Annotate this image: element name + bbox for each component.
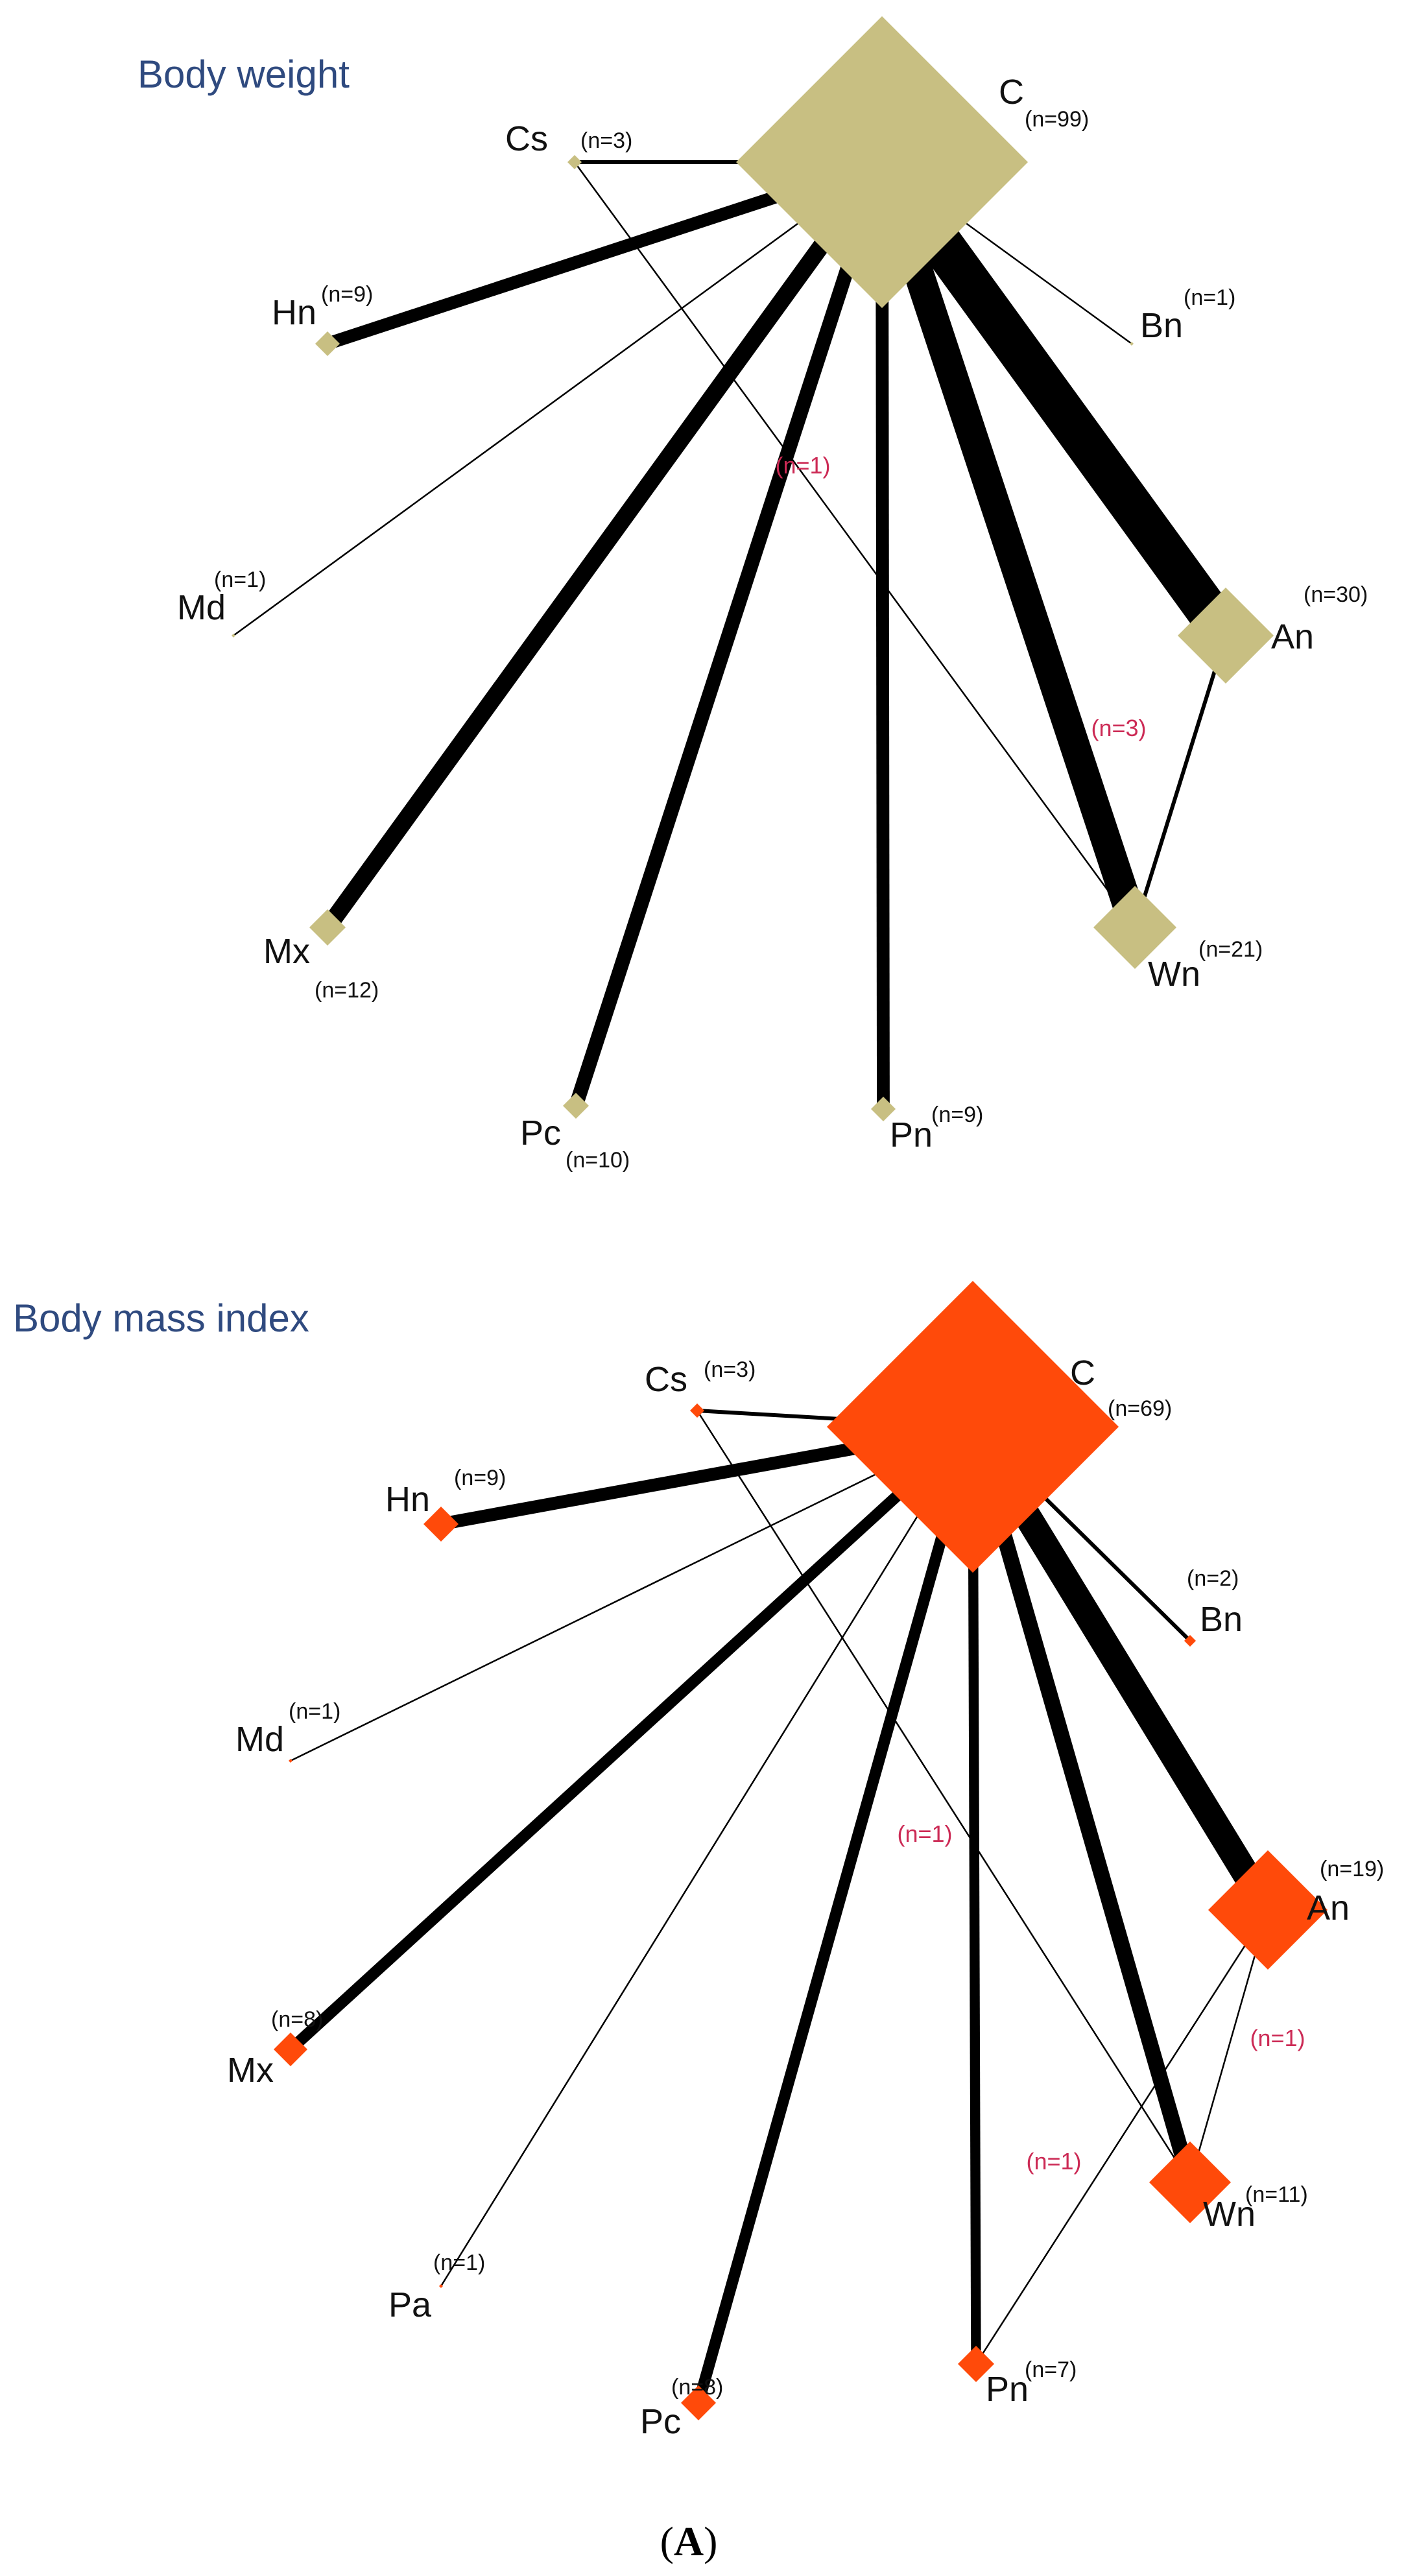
node-label-pn: Pn: [890, 1115, 933, 1154]
node-label-hn: Hn: [272, 293, 316, 332]
nodes-body-weight: [232, 16, 1274, 1121]
node-c: [736, 16, 1028, 308]
node-label-md: Md: [235, 1720, 284, 1759]
node-c: [827, 1281, 1119, 1573]
node-count-md: (n=1): [214, 567, 266, 592]
edge-label-an-pn: (n=1): [1026, 2148, 1081, 2175]
node-label-bn: Bn: [1140, 306, 1183, 345]
edge-c-pa: [440, 1426, 974, 2287]
edge-c-wn: [868, 157, 1149, 933]
edge-c-wn: [965, 1424, 1198, 2185]
caption-letter: A: [674, 2518, 704, 2564]
node-count-c: (n=99): [1025, 107, 1089, 132]
node-pn: [871, 1097, 896, 1121]
node-count-wn: (n=11): [1245, 2182, 1308, 2207]
node-count-pn: (n=9): [931, 1103, 983, 1127]
node-wn: [1093, 886, 1176, 969]
node-label-md: Md: [177, 588, 226, 627]
node-label-an: An: [1307, 1889, 1350, 1927]
nodes-body-mass-index: [274, 1281, 1328, 2420]
node-label-pn: Pn: [986, 2370, 1029, 2409]
panel-title-body-mass-index: Body mass index: [13, 1296, 309, 1340]
node-count-cs: (n=3): [704, 1357, 756, 1382]
node-count-wn: (n=21): [1198, 937, 1263, 962]
edge-c-md: [290, 1425, 973, 1762]
node-hn: [315, 331, 340, 356]
node-label-mx: Mx: [227, 2051, 274, 2090]
node-label-c: C: [999, 73, 1024, 112]
node-label-c: C: [1070, 1354, 1095, 1392]
node-mx: [274, 2033, 307, 2066]
node-an: [1178, 588, 1274, 684]
edge-an-wn: [1133, 635, 1228, 928]
node-label-pc: Pc: [520, 1114, 561, 1152]
node-label-mx: Mx: [263, 932, 310, 971]
edge-c-pc: [569, 160, 889, 1108]
node-count-an: (n=19): [1320, 1857, 1384, 1881]
node-label-pa: Pa: [388, 2285, 432, 2324]
node-cs: [690, 1403, 704, 1418]
edge-label-an-wn: (n=1): [1250, 2025, 1305, 2051]
node-pa: [439, 2284, 443, 2288]
edge-c-mx: [287, 1422, 977, 2054]
node-bn: [1184, 1635, 1196, 1647]
node-label-cs: Cs: [505, 119, 548, 158]
node-label-bn: Bn: [1200, 1600, 1243, 1639]
node-cs: [567, 155, 582, 169]
edge-c-md: [233, 161, 883, 637]
node-count-pn: (n=7): [1025, 2357, 1077, 2382]
node-an: [1208, 1850, 1328, 1970]
node-label-wn: Wn: [1148, 955, 1200, 994]
edge-label-cs-wn: (n=1): [775, 452, 830, 479]
edge-an-pn: [975, 1909, 1269, 2365]
node-mx: [309, 909, 346, 946]
node-wn: [1149, 2141, 1231, 2223]
edge-label-cs-wn: (n=1): [897, 1820, 952, 1847]
node-count-md: (n=1): [289, 1699, 340, 1724]
edge-c-pn: [968, 1426, 981, 2365]
edge-c-pc: [693, 1425, 979, 2405]
node-count-pc: (n=10): [566, 1148, 630, 1173]
panel-title-body-weight: Body weight: [137, 53, 350, 96]
node-bn: [1130, 342, 1134, 346]
node-count-hn: (n=9): [321, 282, 373, 307]
labels-body-mass-index: (n=1)(n=1)(n=1)C(n=69)Cs(n=3)Hn(n=9)Md(n…: [227, 1354, 1384, 2441]
figure-caption: (A): [660, 2518, 718, 2564]
edge-c-pn: [876, 161, 890, 1110]
node-label-cs: Cs: [645, 1360, 687, 1399]
node-label-wn: Wn: [1203, 2195, 1256, 2234]
labels-body-weight: (n=1)(n=3)C(n=99)Cs(n=3)Hn(n=9)Md(n=1)Mx…: [177, 73, 1368, 1173]
edge-cs-wn: [696, 1410, 1191, 2183]
node-label-an: An: [1271, 617, 1314, 656]
edge-c-mx: [320, 157, 889, 933]
node-label-hn: Hn: [385, 1480, 430, 1519]
node-hn: [423, 1507, 459, 1542]
node-count-an: (n=30): [1304, 582, 1368, 607]
node-count-c: (n=69): [1108, 1396, 1172, 1421]
panel-body-weight: Body weight (n=1)(n=3)C(n=99)Cs(n=3)Hn(n…: [137, 16, 1368, 1173]
node-count-mx: (n=12): [315, 978, 379, 1003]
edge-label-an-wn: (n=3): [1091, 715, 1146, 741]
node-md: [289, 1759, 292, 1763]
node-pn: [958, 2346, 994, 2382]
node-count-pa: (n=1): [433, 2250, 485, 2275]
node-label-pc: Pc: [640, 2402, 681, 2441]
node-count-pc: (n=8): [671, 2375, 723, 2400]
node-count-cs: (n=3): [580, 128, 632, 153]
caption-close-paren: ): [704, 2518, 717, 2564]
panel-body-mass-index: Body mass index (n=1) (n=1) (n=1) C (n=69) Cs…: [13, 1281, 1384, 2441]
node-md: [232, 634, 235, 638]
node-count-hn: (n=9): [454, 1466, 506, 1490]
node-pc: [563, 1093, 589, 1119]
caption-open-paren: (: [660, 2518, 674, 2564]
node-count-bn: (n=2): [1187, 1566, 1239, 1591]
edge-cs-wn: [573, 161, 1136, 928]
node-count-mx: (n=8): [271, 2007, 323, 2032]
node-pc: [681, 2385, 716, 2420]
node-count-bn: (n=1): [1184, 285, 1235, 310]
